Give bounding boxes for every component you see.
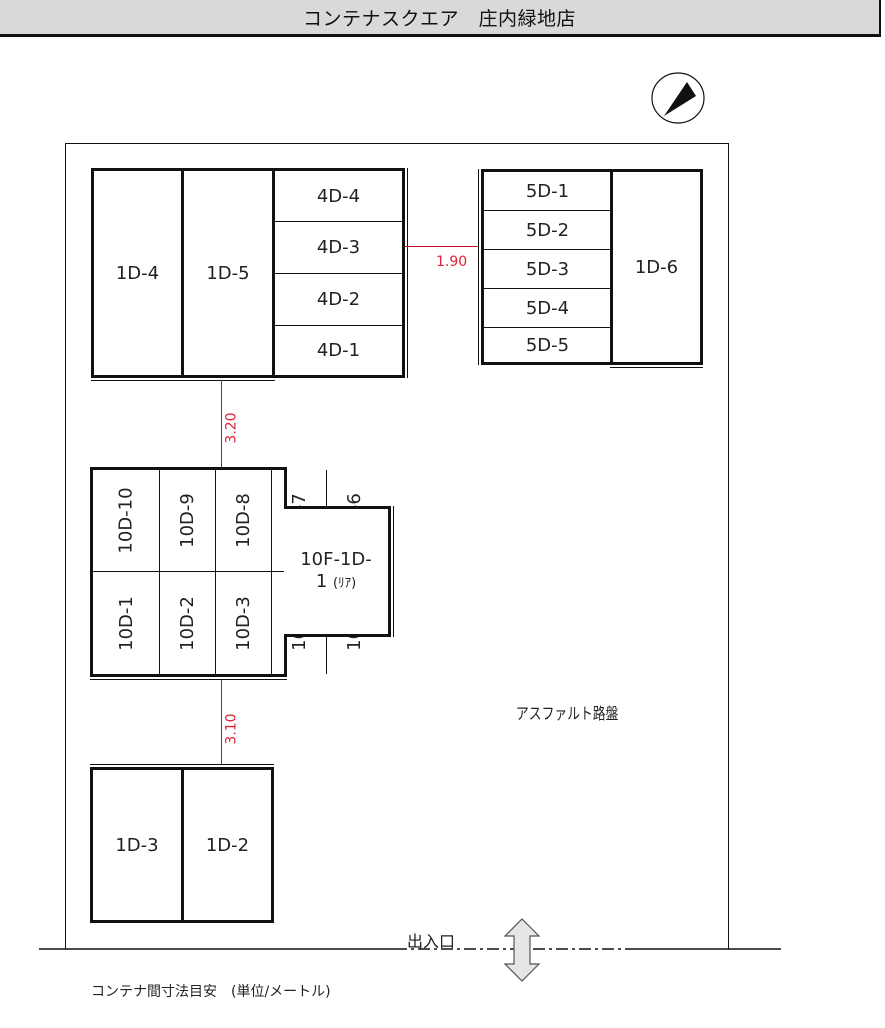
unit-label: 5D-4 (525, 297, 570, 319)
unit-label: 10D-3 (232, 595, 254, 651)
page-title-bar: コンテナスクエア 庄内緑地店 (0, 0, 881, 37)
dimension-label-1-90: 1.90 (436, 254, 468, 270)
dimension-label-3-20: 3.20 (223, 412, 240, 444)
unit-4D-1[interactable]: 4D-1 (275, 326, 402, 375)
unit-label: 4D-3 (316, 237, 361, 258)
surface-label: アスファルト路盤 (516, 704, 619, 723)
unit-4D-2[interactable]: 4D-2 (275, 274, 402, 326)
block-5D: 5D-1 5D-2 5D-3 5D-4 5D-5 (481, 169, 613, 365)
unit-label-line2: 1 (ﾘｱ) (316, 571, 356, 595)
page-title: コンテナスクエア 庄内緑地店 (302, 7, 576, 30)
lot-boundary (65, 143, 729, 949)
unit-label-number: 1 (315, 570, 328, 592)
unit-10D-8[interactable]: 10D-8 (215, 470, 272, 572)
unit-label: 1D-3 (115, 834, 159, 856)
unit-label: 4D-4 (316, 185, 361, 207)
unit-4D-4[interactable]: 4D-4 (275, 171, 402, 222)
unit-5D-3[interactable]: 5D-3 (484, 250, 611, 289)
unit-1D-5[interactable]: 1D-5 (181, 168, 275, 378)
unit-label: 5D-3 (525, 258, 570, 280)
dimension-line-3-20 (221, 380, 222, 468)
unit-label: 5D-5 (525, 334, 570, 356)
unit-label: 10D-8 (232, 493, 254, 548)
road-line (39, 948, 781, 950)
unit-5D-2[interactable]: 5D-2 (484, 211, 611, 250)
unit-1D-2[interactable]: 1D-2 (181, 767, 274, 923)
entrance-label: 出入口 (407, 932, 456, 951)
footer-note: コンテナ間寸法目安 (単位/メートル) (91, 984, 331, 1000)
block-4D: 4D-4 4D-3 4D-2 4D-1 (272, 168, 405, 378)
double-arrow-icon (503, 918, 541, 982)
unit-label: 1D-5 (206, 262, 250, 284)
unit-label: 10D-9 (177, 493, 199, 548)
dimension-line-1-90 (405, 246, 482, 247)
unit-label: 4D-2 (316, 289, 361, 310)
unit-10F-1D-1[interactable]: 10F-1D- 1 (ﾘｱ) (284, 506, 391, 637)
unit-10D-9[interactable]: 10D-9 (160, 470, 216, 572)
unit-1D-4[interactable]: 1D-4 (91, 168, 184, 378)
unit-label: 5D-2 (525, 219, 570, 241)
unit-5D-4[interactable]: 5D-4 (484, 289, 611, 328)
unit-label: 1D-4 (115, 262, 160, 284)
unit-5D-5[interactable]: 5D-5 (484, 328, 611, 362)
dimension-line-3-10 (221, 680, 222, 767)
block-10D: 10D-10 10D-9 10D-8 10D-7 10D-6 10D-1 10D… (90, 467, 383, 677)
unit-label-note: (ﾘｱ) (333, 575, 357, 591)
unit-label: 4D-1 (316, 340, 361, 361)
unit-10D-3[interactable]: 10D-3 (216, 572, 272, 674)
dimension-label-3-10: 3.10 (223, 713, 240, 745)
unit-10D-2[interactable]: 10D-2 (160, 572, 216, 674)
unit-10D-1[interactable]: 10D-1 (93, 572, 161, 674)
north-arrow-icon (650, 71, 706, 125)
unit-label: 10D-2 (177, 595, 199, 651)
unit-label: 1D-6 (634, 256, 679, 278)
unit-label: 10D-10 (115, 487, 137, 554)
unit-label: 10D-1 (115, 595, 137, 651)
unit-label: 5D-1 (525, 180, 570, 202)
unit-4D-3[interactable]: 4D-3 (275, 222, 402, 274)
unit-10D-10[interactable]: 10D-10 (93, 470, 161, 572)
unit-1D-3[interactable]: 1D-3 (90, 767, 184, 923)
unit-1D-6[interactable]: 1D-6 (610, 169, 703, 365)
unit-label: 1D-2 (205, 834, 250, 856)
unit-label-line1: 10F-1D- (300, 548, 372, 570)
unit-5D-1[interactable]: 5D-1 (484, 172, 611, 211)
